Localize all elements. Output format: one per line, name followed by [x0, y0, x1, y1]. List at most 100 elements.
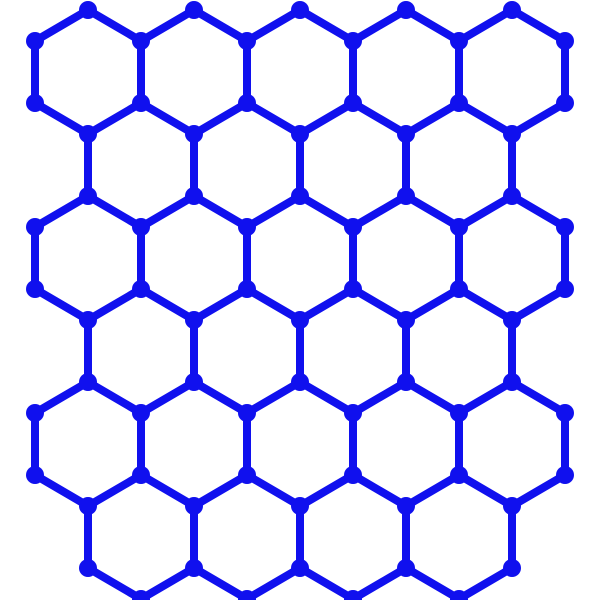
atom-node — [132, 404, 150, 422]
bond-line — [190, 378, 251, 417]
bond-line — [296, 564, 357, 600]
atom-node — [450, 218, 468, 236]
atom-node — [238, 466, 256, 484]
atom-node — [556, 218, 574, 236]
atom-node — [79, 187, 97, 205]
bond-line — [243, 285, 304, 324]
bond-line — [455, 285, 516, 324]
atom-node — [503, 373, 521, 391]
atom-node — [397, 497, 415, 515]
bond-line — [508, 285, 569, 324]
bond-line — [402, 192, 463, 231]
atom-node — [344, 280, 362, 298]
bond-line — [31, 6, 92, 45]
atom-node — [185, 373, 203, 391]
bond-line — [243, 99, 304, 138]
bond-line — [243, 471, 304, 510]
atom-node — [185, 1, 203, 19]
bond-line — [402, 564, 463, 600]
atom-node — [344, 218, 362, 236]
atom-node — [556, 280, 574, 298]
atom-node — [450, 94, 468, 112]
bond-line — [402, 99, 463, 138]
atom-node — [79, 559, 97, 577]
atom-node — [238, 32, 256, 50]
atom-node — [397, 311, 415, 329]
bond-line — [31, 285, 92, 324]
bond-line — [137, 192, 198, 231]
bond-line — [84, 285, 145, 324]
atom-node — [185, 559, 203, 577]
bond-line — [296, 471, 357, 510]
atom-node — [79, 373, 97, 391]
bond-line — [243, 6, 304, 45]
atom-node — [556, 404, 574, 422]
bond-line — [349, 285, 410, 324]
atom-node — [450, 466, 468, 484]
bond-line — [137, 564, 198, 600]
atom-node — [291, 1, 309, 19]
atom-node — [79, 125, 97, 143]
bond-line — [243, 564, 304, 600]
atom-node — [26, 280, 44, 298]
atom-node — [26, 218, 44, 236]
bond-line — [84, 99, 145, 138]
atom-node — [238, 404, 256, 422]
atom-node — [291, 187, 309, 205]
bonds-layer — [31, 6, 569, 600]
bond-line — [137, 471, 198, 510]
bond-line — [31, 192, 92, 231]
bond-line — [296, 378, 357, 417]
bond-line — [349, 6, 410, 45]
bond-line — [243, 378, 304, 417]
atom-node — [132, 94, 150, 112]
atom-node — [238, 218, 256, 236]
atom-node — [185, 497, 203, 515]
bond-line — [190, 471, 251, 510]
atom-node — [503, 187, 521, 205]
atom-node — [132, 32, 150, 50]
atom-node — [79, 1, 97, 19]
atom-node — [291, 559, 309, 577]
atom-node — [132, 466, 150, 484]
bond-line — [508, 192, 569, 231]
bond-line — [455, 471, 516, 510]
atom-node — [397, 1, 415, 19]
bond-line — [84, 471, 145, 510]
atom-node — [291, 311, 309, 329]
bond-line — [243, 192, 304, 231]
bond-line — [349, 471, 410, 510]
atom-node — [397, 373, 415, 391]
bond-line — [349, 564, 410, 600]
atom-node — [238, 94, 256, 112]
atom-node — [238, 590, 256, 600]
bond-line — [137, 99, 198, 138]
bond-line — [296, 6, 357, 45]
bond-line — [508, 378, 569, 417]
atom-node — [503, 311, 521, 329]
bond-line — [31, 378, 92, 417]
atom-node — [556, 94, 574, 112]
bond-line — [349, 378, 410, 417]
bond-line — [190, 564, 251, 600]
bond-line — [296, 285, 357, 324]
bond-line — [455, 378, 516, 417]
bond-line — [402, 471, 463, 510]
atom-node — [132, 280, 150, 298]
atom-node — [26, 94, 44, 112]
bond-line — [349, 99, 410, 138]
bond-line — [349, 192, 410, 231]
atom-node — [26, 466, 44, 484]
bond-line — [455, 99, 516, 138]
atom-node — [556, 32, 574, 50]
atom-node — [344, 404, 362, 422]
atom-node — [185, 125, 203, 143]
bond-line — [190, 99, 251, 138]
atom-node — [185, 311, 203, 329]
atom-node — [503, 1, 521, 19]
bond-line — [455, 6, 516, 45]
bond-line — [31, 471, 92, 510]
bond-line — [402, 285, 463, 324]
bond-line — [508, 471, 569, 510]
